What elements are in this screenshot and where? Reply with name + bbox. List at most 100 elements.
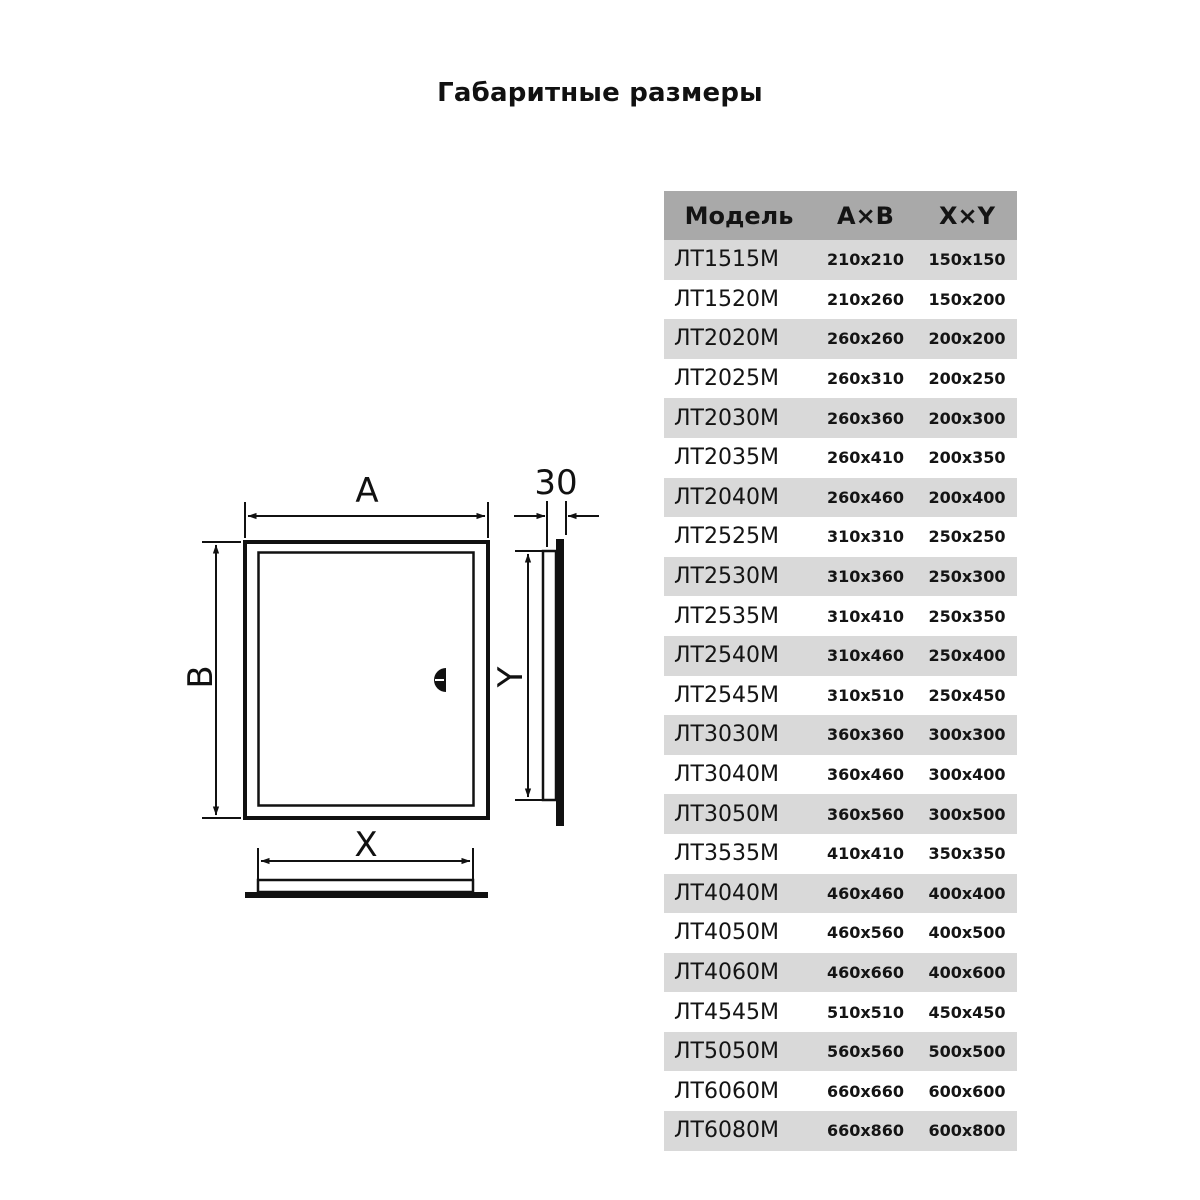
table-row: ЛТ3040М 360x460 300x400 <box>664 755 1017 795</box>
column-header-model: Модель <box>664 191 814 240</box>
model-cell: ЛТ6080М <box>664 1111 814 1151</box>
opening-size-cell: 250x400 <box>917 635 1017 676</box>
outer-size-cell: 360x360 <box>814 715 917 755</box>
outer-size-cell: 660x660 <box>826 1081 905 1101</box>
opening-size-cell: 250x250 <box>928 527 1006 547</box>
model-cell: ЛТ4545М <box>674 999 779 1025</box>
table-row: ЛТ2545М 310x510 250x450 <box>664 676 1017 716</box>
model-cell: ЛТ2530М <box>664 556 814 597</box>
opening-size-cell: 300x400 <box>928 765 1006 785</box>
model-cell: ЛТ3535М <box>674 841 779 867</box>
opening-size-cell: 200x250 <box>928 369 1006 389</box>
outer-size-cell: 310x310 <box>826 527 905 547</box>
dimension-a-label: A <box>355 471 378 511</box>
model-cell: ЛТ5050М <box>664 1031 814 1072</box>
opening-size-cell: 200x200 <box>917 319 1017 359</box>
hatch-bottom-profile <box>256 878 475 894</box>
outer-size-cell: 260x460 <box>814 477 917 518</box>
opening-size-cell: 150x150 <box>917 240 1017 280</box>
opening-size-cell: 200x350 <box>928 448 1006 468</box>
outer-size-cell: 260x360 <box>814 398 917 438</box>
opening-size-cell: 500x500 <box>917 1031 1017 1072</box>
model-cell: ЛТ3030М <box>664 715 814 755</box>
hatch-side-profile <box>541 549 558 802</box>
opening-size-cell: 400x600 <box>917 952 1017 993</box>
outer-size-cell: 360x560 <box>814 794 917 834</box>
model-cell: ЛТ2540М <box>664 635 814 676</box>
column-header-xy: X×Y <box>917 191 1017 240</box>
outer-size-cell: 260x310 <box>826 369 905 389</box>
hatch-side-flange <box>556 539 564 826</box>
outer-size-cell: 360x460 <box>826 765 905 785</box>
outer-size-cell: 310x360 <box>814 556 917 597</box>
table-row: ЛТ2035М 260x410 200x350 <box>664 438 1017 478</box>
dimension-x-label: X <box>354 825 377 865</box>
outer-size-cell: 460x460 <box>814 873 917 914</box>
model-cell: ЛТ2525М <box>674 524 779 550</box>
outer-size-cell: 210x260 <box>826 289 905 309</box>
table-row: ЛТ4545М 510x510 450x450 <box>664 992 1017 1032</box>
model-cell: ЛТ3050М <box>664 794 814 834</box>
opening-size-cell: 400x500 <box>928 923 1006 943</box>
table-row: ЛТ2535М 310x410 250x350 <box>664 596 1017 636</box>
table-row: ЛТ2525М 310x310 250x250 <box>664 517 1017 557</box>
outer-size-cell: 310x410 <box>826 606 905 626</box>
model-cell: ЛТ4060М <box>664 952 814 993</box>
opening-size-cell: 250x300 <box>917 556 1017 597</box>
opening-size-cell: 200x300 <box>917 398 1017 438</box>
column-header-ab: A×B <box>814 191 917 240</box>
opening-size-cell: 200x400 <box>917 477 1017 518</box>
dimension-depth-label: 30 <box>534 463 577 503</box>
model-cell: ЛТ4050М <box>674 920 779 946</box>
outer-size-cell: 460x660 <box>814 952 917 993</box>
opening-size-cell: 300x500 <box>917 794 1017 834</box>
hatch-bottom-flange <box>245 892 488 898</box>
hatch-outer-frame <box>243 540 490 820</box>
page-title: Габаритные размеры <box>437 78 763 108</box>
model-cell: ЛТ4040М <box>664 873 814 914</box>
outer-size-cell: 410x410 <box>826 844 905 864</box>
outer-size-cell: 310x460 <box>814 635 917 676</box>
model-cell: ЛТ6060М <box>674 1078 779 1104</box>
outer-size-cell: 310x510 <box>826 685 905 705</box>
opening-size-cell: 250x450 <box>928 685 1006 705</box>
outer-size-cell: 510x510 <box>826 1002 905 1022</box>
outer-size-cell: 560x560 <box>814 1031 917 1072</box>
opening-size-cell: 600x800 <box>917 1111 1017 1151</box>
outer-size-cell: 660x860 <box>814 1111 917 1151</box>
opening-size-cell: 450x450 <box>928 1002 1006 1022</box>
opening-size-cell: 250x350 <box>928 606 1006 626</box>
model-cell: ЛТ2030М <box>664 398 814 438</box>
model-cell: ЛТ2035М <box>674 445 779 471</box>
model-cell: ЛТ1520М <box>674 286 779 312</box>
outer-size-cell: 260x260 <box>814 319 917 359</box>
hatch-dimension-drawing: A B Y 30 X <box>181 463 599 898</box>
model-cell: ЛТ2545М <box>674 682 779 708</box>
model-cell: ЛТ2535М <box>674 603 779 629</box>
dimension-b-label: B <box>181 665 221 688</box>
table-row: ЛТ3535М 410x410 350x350 <box>664 834 1017 874</box>
opening-size-cell: 300x300 <box>917 715 1017 755</box>
outer-size-cell: 260x410 <box>826 448 905 468</box>
model-cell: ЛТ2020М <box>664 319 814 359</box>
table-header-row: Модель A×B X×Y <box>664 191 1017 240</box>
opening-size-cell: 150x200 <box>928 289 1006 309</box>
hatch-door-panel <box>257 551 475 807</box>
opening-size-cell: 400x400 <box>917 873 1017 914</box>
model-cell: ЛТ3040М <box>674 762 779 788</box>
opening-size-cell: 350x350 <box>928 844 1006 864</box>
